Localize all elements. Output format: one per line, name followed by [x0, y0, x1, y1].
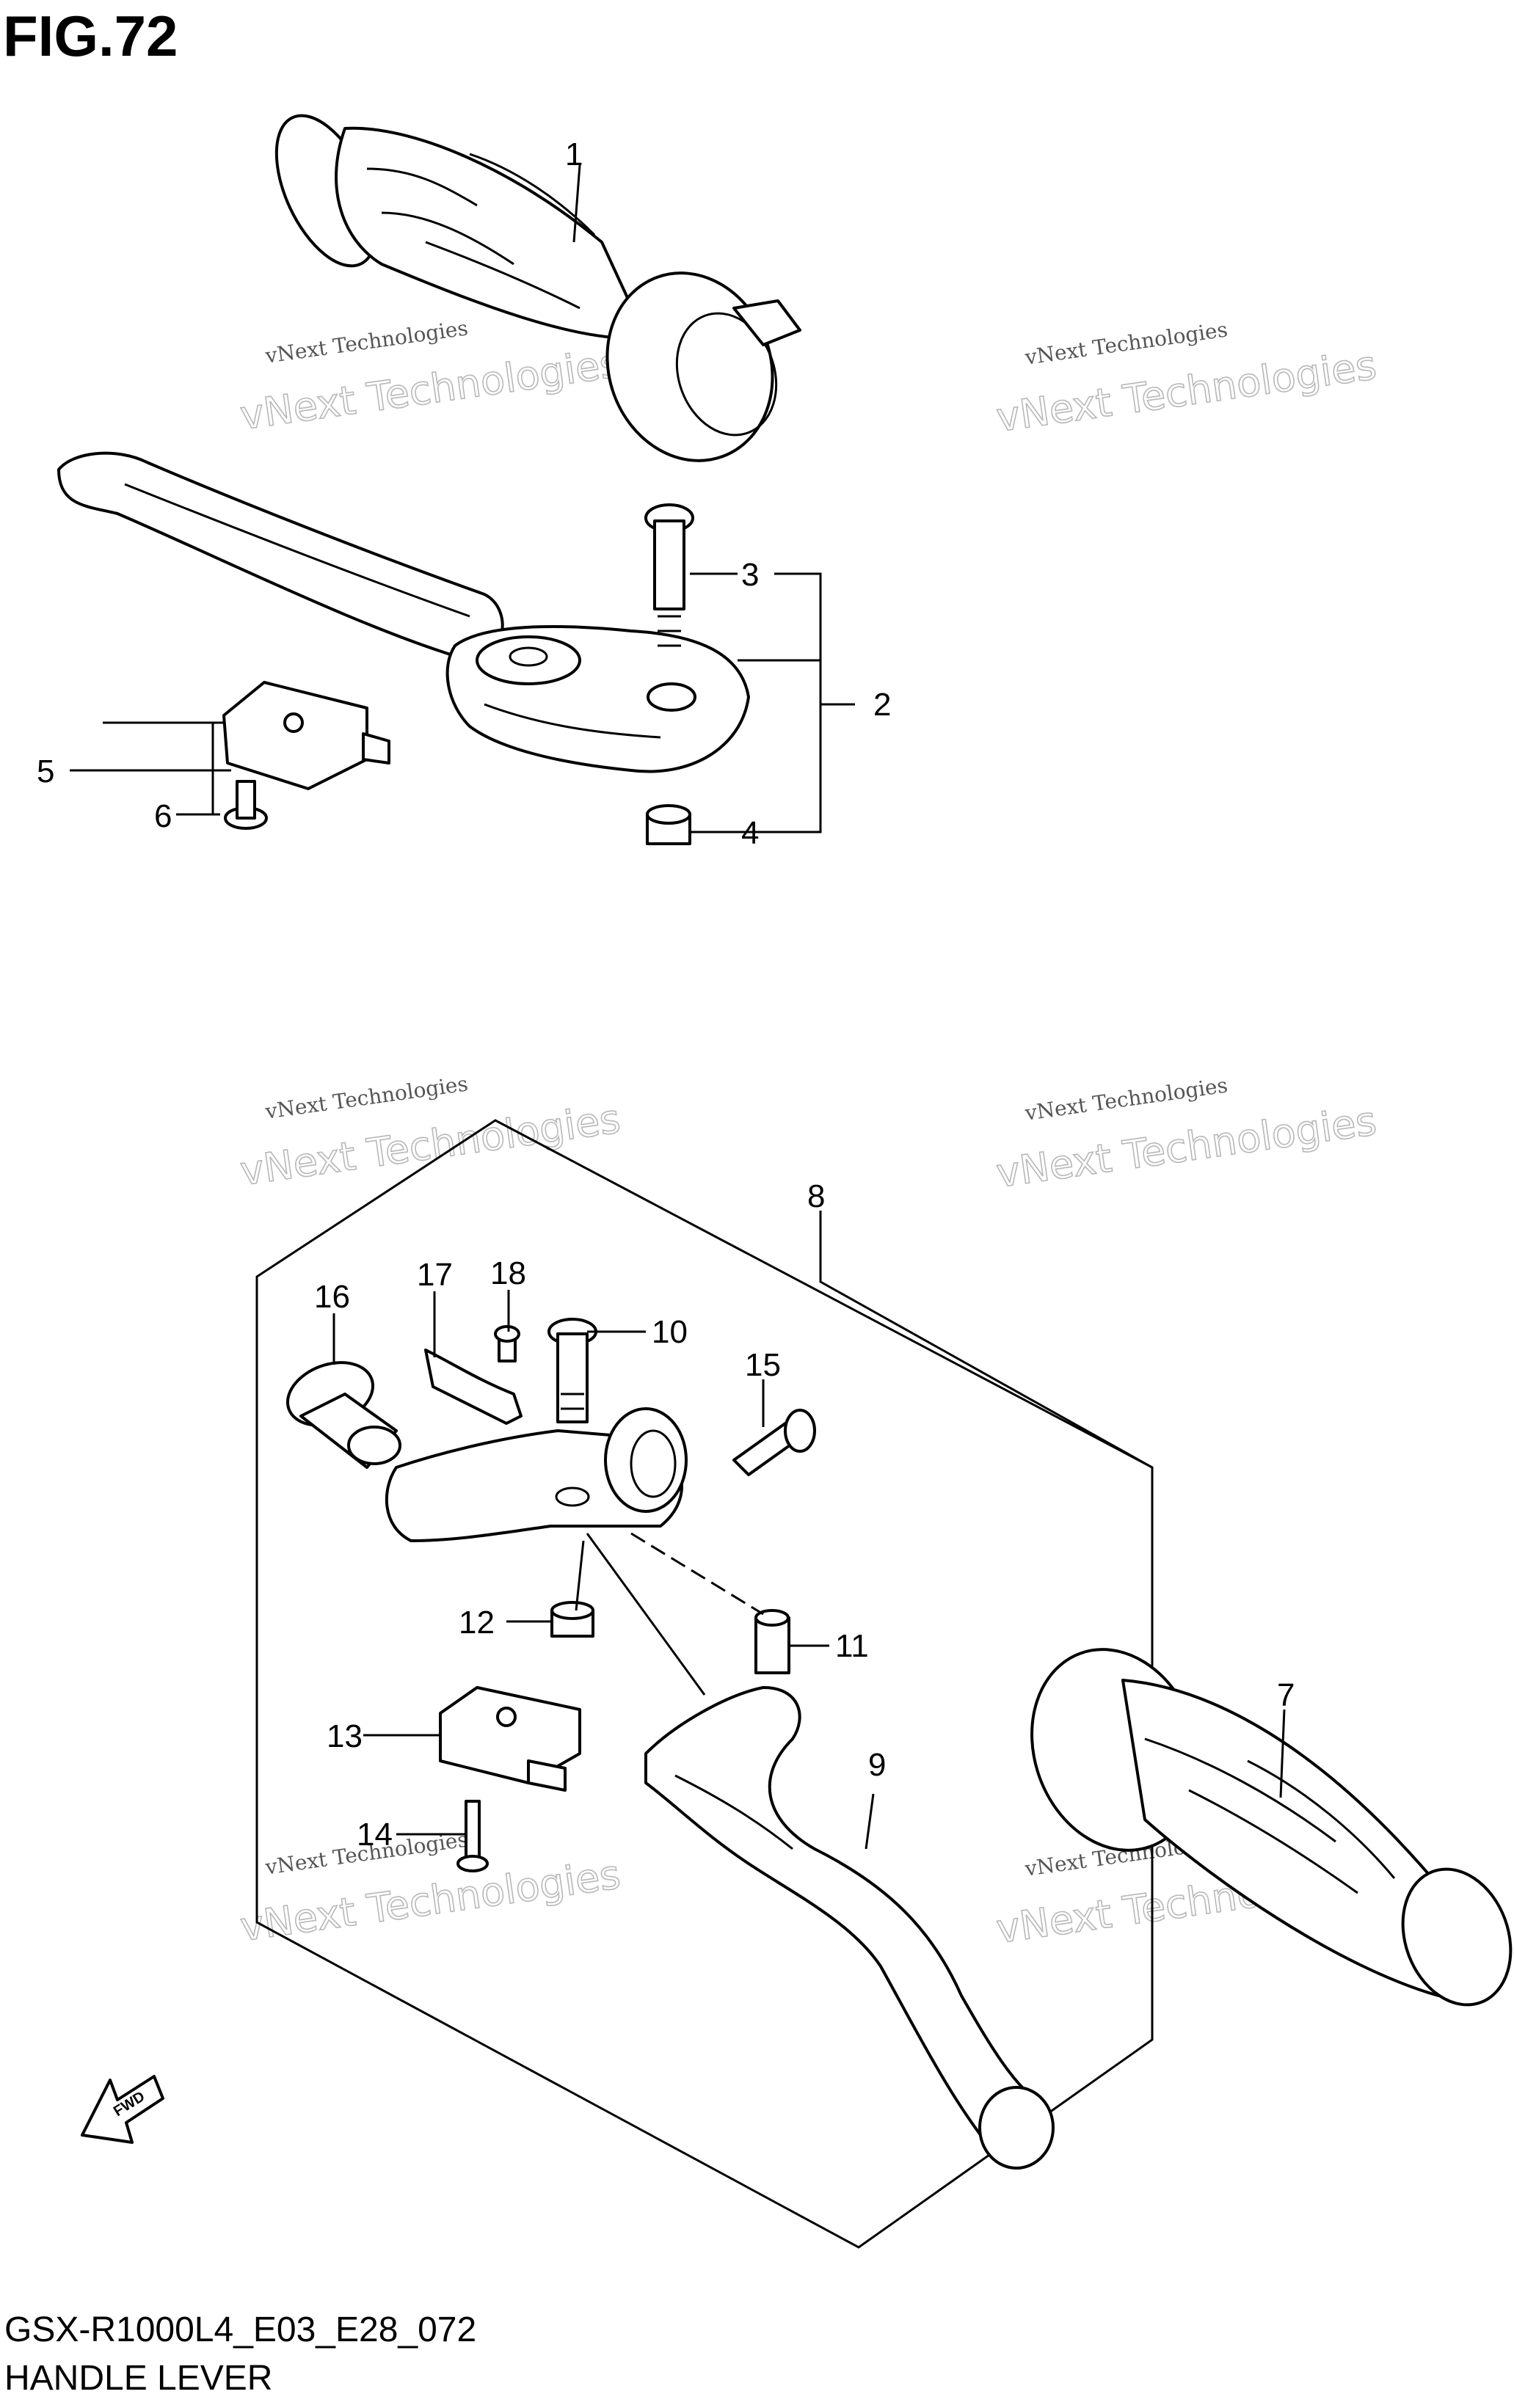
- callout-17: 17: [417, 1257, 453, 1293]
- watermark-mid-left: vNext Technologies vNext Technologies: [237, 1071, 624, 1195]
- left-grip-part-7: [1030, 1648, 1513, 2007]
- right-grip-part-1: [274, 114, 801, 462]
- brake-switch-part-5: [222, 681, 390, 790]
- figure-title: FIG.72: [3, 4, 178, 68]
- bolt-part-15: [732, 1409, 816, 1476]
- callout-14: 14: [357, 1817, 393, 1853]
- adjuster-part-16: [285, 1361, 401, 1469]
- svg-text:vNext Technologies: vNext Technologies: [263, 315, 470, 368]
- callout-18: 18: [490, 1255, 526, 1291]
- figure-code: GSX-R1000L4_E03_E28_072: [4, 2310, 477, 2349]
- callout-9: 9: [868, 1747, 886, 1783]
- callout-3: 3: [741, 557, 759, 593]
- watermark-bottom-left: vNext Technologies vNext Technologies: [237, 1827, 624, 1951]
- callout-7: 7: [1277, 1677, 1295, 1713]
- svg-text:vNext Technologies: vNext Technologies: [263, 1071, 470, 1124]
- callout-5: 5: [37, 754, 54, 789]
- svg-text:vNext Technologies: vNext Technologies: [1023, 317, 1229, 370]
- callout-2: 2: [873, 687, 891, 723]
- callout-lines-top: [70, 164, 855, 833]
- screw-part-6: [224, 780, 268, 830]
- callout-10: 10: [652, 1314, 688, 1350]
- watermark-top-right: vNext Technologies vNext Technologies: [993, 317, 1380, 441]
- callout-12: 12: [459, 1605, 495, 1641]
- nut-part-4: [646, 804, 691, 845]
- callout-16: 16: [314, 1279, 350, 1315]
- callout-13: 13: [327, 1718, 363, 1754]
- small-screw-part-18: [494, 1325, 520, 1362]
- pivot-bolt-part-3: [644, 503, 694, 647]
- fwd-arrow-icon: FWD: [81, 2075, 164, 2144]
- svg-text:vNext Technologies: vNext Technologies: [1023, 1073, 1229, 1125]
- watermark-mid-right: vNext Technologies vNext Technologies: [993, 1073, 1380, 1197]
- screw-part-14: [456, 1800, 489, 1872]
- callout-lines-bottom: [332, 1290, 1286, 1850]
- callout-15: 15: [745, 1347, 781, 1383]
- bracket-part-17: [424, 1349, 523, 1425]
- callout-8: 8: [807, 1178, 825, 1214]
- collar-part-11: [754, 1609, 790, 1674]
- callout-1: 1: [565, 136, 583, 172]
- figure-name: HANDLE LEVER: [4, 2359, 273, 2398]
- clutch-lever-part-9: [644, 1686, 1055, 2170]
- clutch-lever-assembly-frame-part-8: [255, 1119, 1154, 2249]
- nut-part-12: [550, 1601, 594, 1638]
- callout-6: 6: [154, 798, 172, 834]
- brake-lever-part-2: [57, 451, 750, 773]
- clutch-lever-holder: [385, 1407, 688, 1542]
- pivot-bolt-part-10: [547, 1318, 597, 1423]
- clutch-switch-part-13: [439, 1686, 581, 1792]
- callout-11: 11: [835, 1628, 869, 1664]
- callout-4: 4: [741, 815, 759, 851]
